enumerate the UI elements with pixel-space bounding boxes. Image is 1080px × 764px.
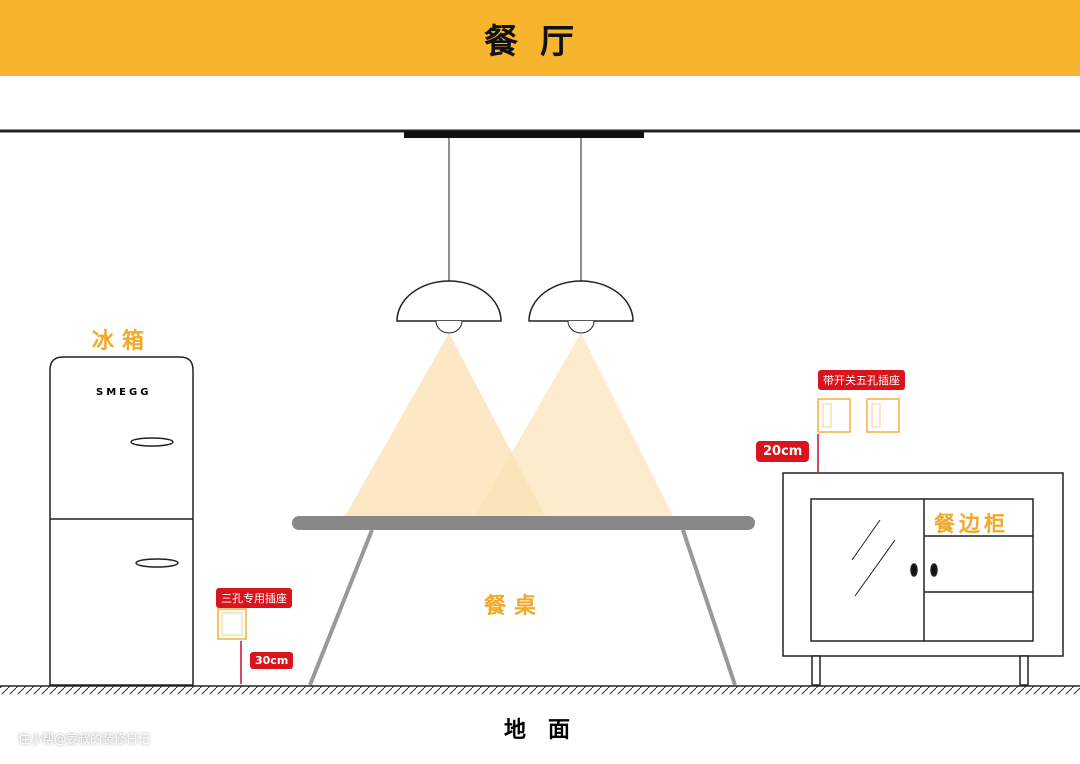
fridge [49,356,194,686]
sideboard-label: 餐边柜 [934,512,1009,536]
five-hole-socket-tag: 带开关五孔插座 [818,370,905,390]
floor-hatch [0,686,1080,694]
table-label: 餐桌 [484,594,545,619]
dining-table [292,516,755,686]
five-hole-height-tag: 20cm [756,441,810,462]
five-hole-sockets [817,398,900,472]
page-title: 餐厅 [484,21,596,62]
fridge-brand: SMEGG [96,387,152,398]
lamp-track [404,131,644,138]
three-hole-socket-tag: 三孔专用插座 [216,588,292,608]
watermark: 住小帮@姜叔的装修日记 [18,732,151,746]
lamp-right [475,138,673,516]
lamp-left [345,138,545,516]
three-hole-socket [217,608,247,684]
floor-label: 地面 [504,718,593,743]
fridge-label: 冰箱 [92,329,153,354]
sideboard [782,472,1064,686]
three-hole-height-tag: 30cm [250,652,294,669]
header-bar: 餐厅 [0,0,1080,76]
